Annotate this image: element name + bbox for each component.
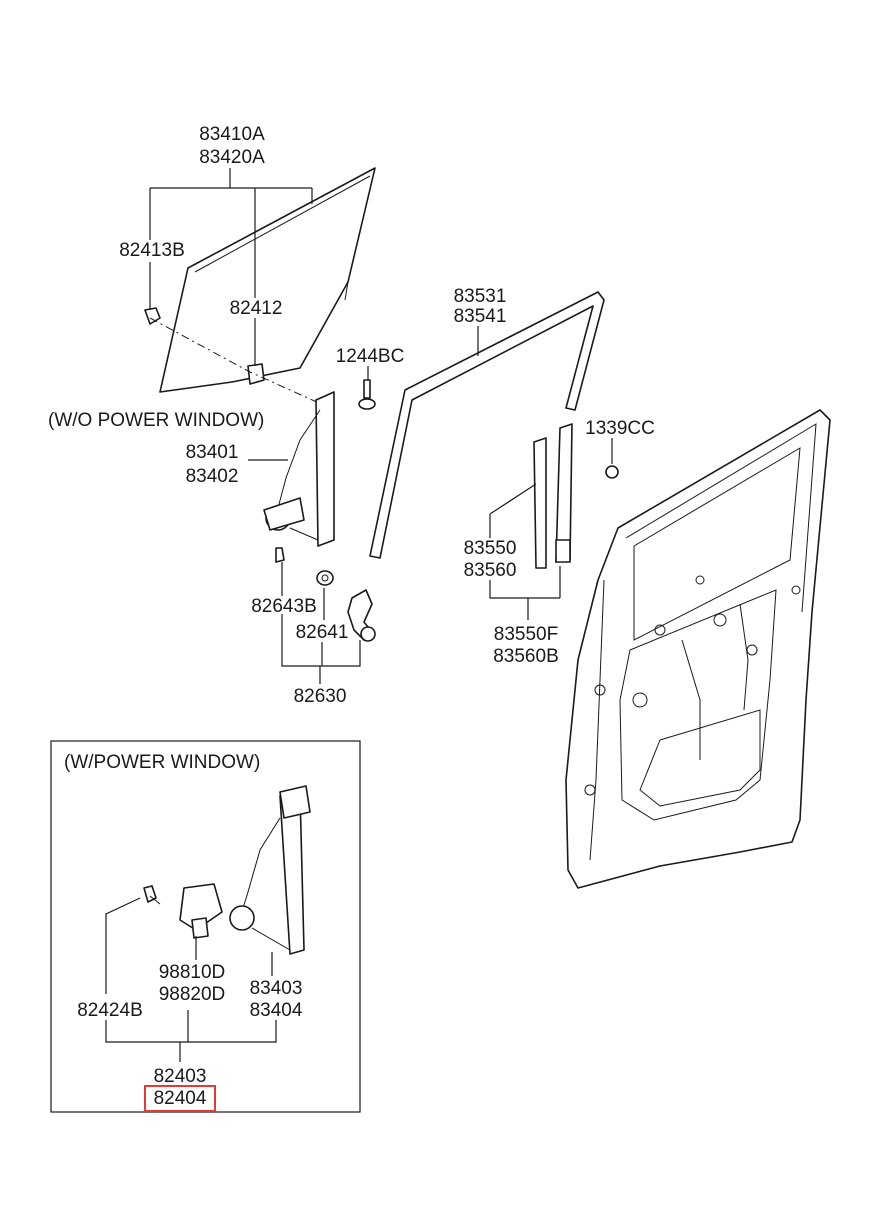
label-83550f: 83550F [494,624,558,645]
rear-channel[interactable] [533,423,573,569]
install-line [149,317,331,409]
leader-glass [149,168,313,366]
power-window-regulator[interactable] [229,785,311,955]
label-82630: 82630 [294,686,347,707]
washer-82643b[interactable] [275,547,285,563]
label-82413b: 82413B [119,240,185,261]
leader-channel [489,483,561,620]
label-98810d: 98810D [159,962,226,983]
door-glass[interactable] [159,167,376,393]
label-w-power-window: (W/POWER WINDOW) [64,752,260,773]
label-83401: 83401 [186,442,239,463]
bolt-1244bc[interactable] [358,379,376,410]
label-83560b: 83560B [493,646,559,667]
label-82643b: 82643B [251,596,317,617]
label-83403: 83403 [250,978,303,999]
label-83404: 83404 [250,1000,303,1021]
leader-power-box [105,897,277,1062]
label-83531: 83531 [454,286,507,307]
label-83560: 83560 [464,560,517,581]
glass-clip-82412[interactable] [247,363,265,385]
label-82424b: 82424B [77,1000,143,1021]
rear-door-panel[interactable] [565,409,831,889]
label-1244bc: 1244BC [336,346,405,367]
spacer-ring[interactable] [316,570,334,586]
glass-run[interactable] [369,291,605,559]
nut-1339cc[interactable] [605,465,619,479]
label-82403: 82403 [154,1066,207,1087]
label-83541: 83541 [454,306,507,327]
manual-window-regulator[interactable] [263,391,335,547]
label-83420a: 83420A [199,147,265,168]
label-98820d: 98820D [159,984,226,1005]
label-83550: 83550 [464,538,517,559]
power-window-motor[interactable] [179,883,223,939]
label-82404[interactable]: 82404 [154,1088,207,1109]
label-1339cc: 1339CC [585,418,655,439]
screw-82424b[interactable] [143,885,161,905]
glass-clip-82413b[interactable] [144,307,161,325]
label-82412: 82412 [230,298,283,319]
label-83402: 83402 [186,466,239,487]
label-82641: 82641 [296,622,349,643]
window-handle-82641[interactable] [347,589,376,642]
label-wo-power-window: (W/O POWER WINDOW) [48,410,264,431]
highlight-box-82404 [144,1085,216,1112]
label-83410a: 83410A [199,124,265,145]
leader-handle [281,562,361,684]
